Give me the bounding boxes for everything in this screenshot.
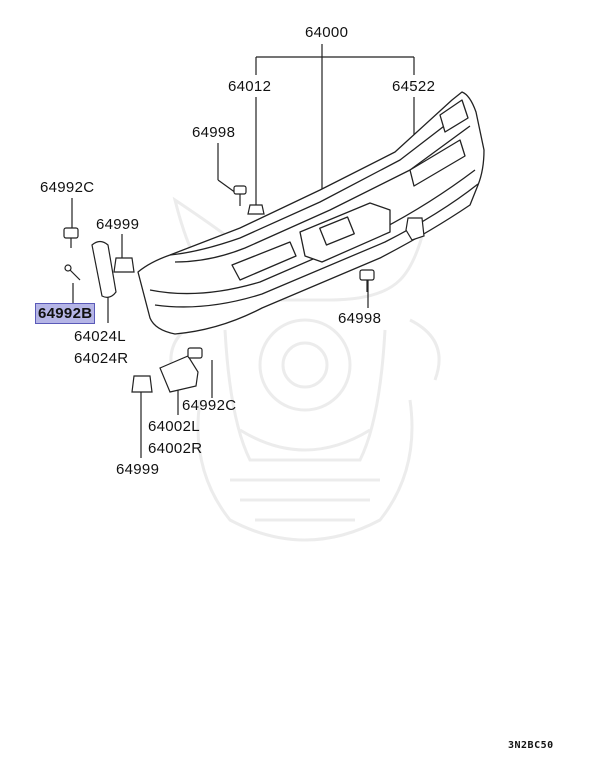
bumper-body (137, 91, 485, 335)
part-label-64012[interactable]: 64012 (228, 78, 272, 95)
diagram-code: 3N2BC50 (508, 740, 554, 751)
part-label-64999-bottom[interactable]: 64999 (116, 461, 160, 478)
part-label-64522[interactable]: 64522 (392, 78, 436, 95)
part-label-64992c-bottom[interactable]: 64992C (182, 397, 237, 414)
part-label-64024r[interactable]: 64024R (74, 350, 129, 367)
part-label-64998-right[interactable]: 64998 (338, 310, 382, 327)
part-label-64000[interactable]: 64000 (305, 24, 349, 41)
part-label-64002r[interactable]: 64002R (148, 440, 203, 457)
part-label-64992c-top[interactable]: 64992C (40, 179, 95, 196)
part-label-64998-top[interactable]: 64998 (192, 124, 236, 141)
small-parts (63, 185, 425, 393)
part-label-64999-top[interactable]: 64999 (96, 216, 140, 233)
part-label-64992b-highlighted[interactable]: 64992B (35, 303, 96, 324)
part-label-64002l[interactable]: 64002L (148, 418, 200, 435)
part-label-64024l[interactable]: 64024L (74, 328, 126, 345)
